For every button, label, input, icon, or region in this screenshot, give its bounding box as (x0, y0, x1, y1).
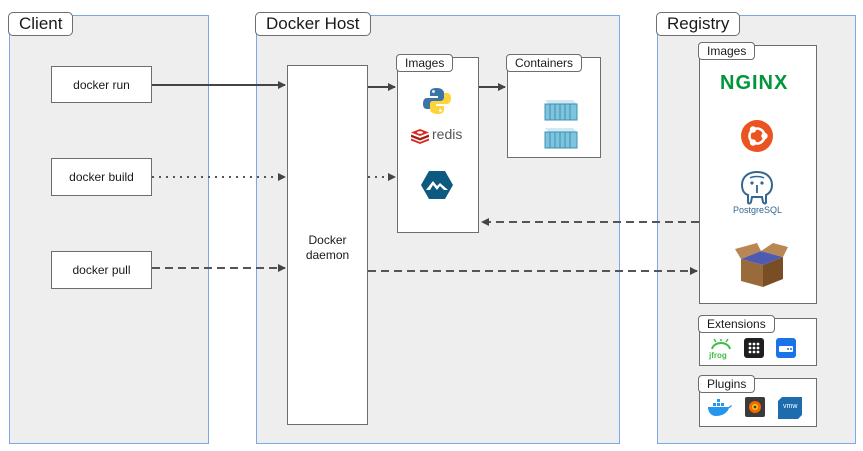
docker-pull-command: docker pull (51, 251, 152, 289)
container-icon (544, 128, 578, 149)
extensions-box: Extensions jfrog (698, 315, 817, 366)
extensions-title: Extensions (698, 315, 775, 333)
grid-dots-icon (744, 338, 764, 358)
plugins-title: Plugins (698, 375, 756, 393)
registry-title: Registry (656, 12, 741, 36)
docker-build-command: docker build (51, 158, 152, 196)
vmware-label: vmw (783, 403, 798, 410)
docker-run-command: docker run (51, 66, 152, 103)
docker-whale-icon (708, 399, 732, 416)
disk-icon (776, 338, 796, 358)
plugins-box: Plugins vmw (698, 375, 817, 427)
redis-label: redis (432, 126, 463, 142)
docker-daemon-label-line2: daemon (305, 248, 350, 262)
container-icon (544, 100, 578, 121)
nginx-logo: NGINX (720, 72, 789, 94)
python-icon (423, 88, 451, 114)
vmware-icon (778, 397, 802, 419)
host-images-title: Images (396, 54, 454, 72)
docker-daemon-box: Docker daemon (287, 65, 368, 425)
docker-host-title: Docker Host (255, 12, 371, 36)
redis-icon (411, 129, 429, 144)
registry-images-title: Images (698, 42, 756, 60)
containers-title: Containers (506, 54, 583, 72)
containers-box: Containers (506, 54, 601, 158)
client-title: Client (8, 12, 74, 36)
postgresql-icon (740, 170, 774, 205)
registry-images-box: Images NGINX PostgreSQL (698, 42, 817, 304)
grafana-icon (745, 397, 765, 417)
postgresql-label: PostgreSQL (733, 205, 783, 215)
jfrog-icon (711, 338, 731, 350)
package-box-icon (735, 243, 788, 287)
docker-daemon-label-line1: Docker (308, 233, 347, 247)
host-images-box: Images redis (396, 54, 479, 233)
ubuntu-icon (741, 120, 773, 152)
jfrog-label: jfrog (709, 351, 727, 360)
alpine-icon (421, 171, 453, 199)
